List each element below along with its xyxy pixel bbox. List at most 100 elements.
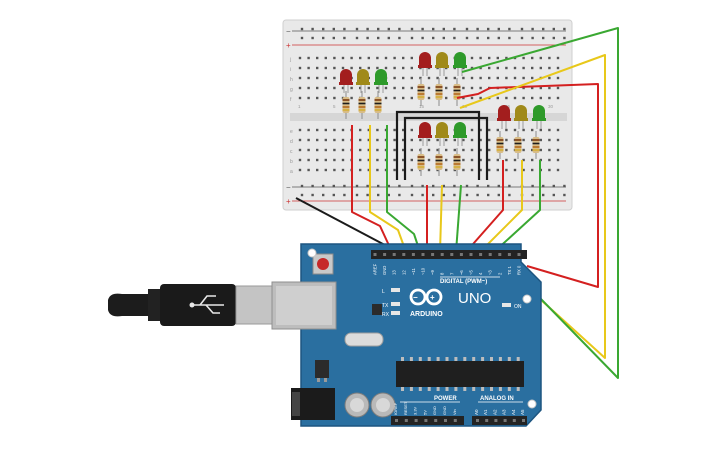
breadboard-hole (453, 138, 456, 142)
breadboard-hole (479, 86, 482, 90)
rx-label: RX (382, 312, 390, 318)
breadboard-hole (359, 86, 362, 90)
chip-pin (463, 357, 467, 361)
rail-hole (497, 27, 500, 31)
breadboard-hole (479, 138, 482, 142)
breadboard-hole (367, 158, 370, 162)
wire-red[interactable] (351, 125, 393, 253)
breadboard-hole (505, 158, 508, 162)
breadboard-hole (531, 96, 534, 100)
breadboard-hole (333, 138, 336, 142)
pin-hole (476, 419, 479, 422)
breadboard-hole (470, 86, 474, 90)
chip-pin (490, 357, 493, 361)
breadboard[interactable]: − + − + j i h g f e d c b a 1 5 10 15 20… (282, 19, 573, 211)
rail-hole (508, 36, 511, 40)
breadboard-hole (531, 168, 534, 172)
breadboard-hole (350, 56, 353, 60)
resistor-band (532, 149, 540, 151)
breadboard-hole (324, 86, 327, 90)
resistor-band (514, 139, 522, 141)
wire-green[interactable] (386, 125, 421, 253)
breadboard-hole (488, 168, 491, 172)
wire-yellow[interactable] (439, 184, 443, 253)
breadboard-hole (505, 66, 508, 70)
digital-pin-label: GND (382, 266, 387, 275)
resistor-band (374, 102, 382, 105)
breadboard-hole (402, 138, 405, 142)
breadboard-hole (479, 158, 482, 162)
rail-hole (332, 36, 335, 40)
breadboard-hole (548, 86, 551, 90)
breadboard-hole (367, 138, 370, 142)
breadboard-hole (522, 128, 525, 132)
chip-pin (445, 357, 449, 361)
breadboard-hole (324, 128, 327, 132)
breadboard-hole (376, 148, 379, 152)
row-letter: d (290, 139, 293, 145)
breadboard-hole (393, 96, 396, 100)
analog-header (472, 416, 527, 425)
rail-hole (398, 36, 401, 40)
breadboard-hole (548, 56, 551, 60)
power-jack-edge (292, 392, 300, 416)
wire-green[interactable] (455, 184, 462, 253)
breadboard-hole (522, 96, 525, 100)
breadboard-hole (496, 96, 499, 100)
breadboard-hole (539, 96, 542, 100)
led-rim (453, 135, 467, 138)
chip-pin (436, 357, 440, 361)
wire-green[interactable] (493, 160, 541, 253)
breadboard-jumpers[interactable] (395, 110, 489, 180)
rail-hole (453, 193, 456, 197)
resistor-band (417, 86, 425, 88)
breadboard-hole (298, 148, 302, 152)
rail-minus-bottom: − (286, 183, 291, 192)
breadboard-hole (556, 148, 560, 152)
jumper-wire-black[interactable] (403, 116, 489, 180)
breadboard-hole (445, 86, 448, 90)
breadboard-hole (462, 148, 465, 152)
led-rim (532, 118, 546, 121)
breadboard-hole (393, 128, 396, 132)
logo-plus: + (430, 293, 435, 302)
wire-green[interactable] (461, 27, 619, 379)
breadboard-hole (316, 66, 319, 70)
resistor-band (514, 146, 522, 148)
jumper-wire-black[interactable] (395, 110, 481, 180)
breadboard-hole (531, 86, 534, 90)
wire-yellow[interactable] (479, 160, 523, 253)
wire-yellow[interactable] (369, 125, 407, 253)
rail-hole (343, 193, 346, 197)
rail-hole (497, 36, 500, 40)
breadboard-hole (505, 96, 508, 100)
wire-red[interactable] (465, 160, 504, 253)
wires[interactable] (295, 27, 619, 379)
pin-hole (498, 253, 502, 256)
chip-pin (401, 387, 404, 391)
breadboard-hole (453, 148, 456, 152)
wire-black[interactable] (295, 197, 399, 253)
row-letter: i (290, 67, 291, 73)
breadboard-hole (453, 168, 456, 172)
pin-hole (424, 419, 428, 422)
breadboard-hole (496, 66, 499, 70)
rail-hole (442, 36, 445, 40)
atmega-chip-pins (401, 357, 520, 391)
rail-hole (421, 27, 424, 31)
led (419, 122, 431, 137)
usb-cable[interactable] (108, 284, 273, 326)
breadboard-hole (359, 158, 362, 162)
breadboard-hole (470, 76, 474, 80)
uno-label: UNO (458, 290, 491, 307)
breadboard-hole (324, 148, 327, 152)
reset-button-cap[interactable] (317, 258, 329, 270)
chip-pin (498, 387, 502, 391)
breadboard-hole (341, 86, 345, 90)
wire-red[interactable] (456, 83, 599, 288)
row-letter: a (290, 169, 293, 175)
led-rim (435, 135, 449, 138)
